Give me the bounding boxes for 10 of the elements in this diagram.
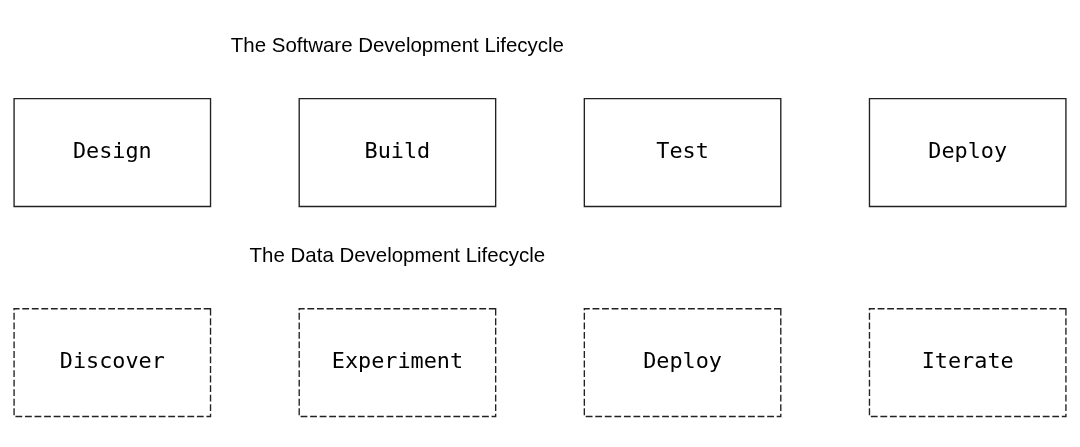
- node-box: Deploy: [583, 308, 782, 418]
- label: The Data Development Lifecycle: [249, 243, 546, 267]
- node-box: Design: [13, 98, 212, 208]
- node-box: Build: [298, 98, 497, 208]
- label: The Software Development Lifecycle: [230, 33, 564, 57]
- node-box: Discover: [13, 308, 212, 418]
- node-box: Iterate: [868, 308, 1067, 418]
- node-box: Deploy: [868, 98, 1067, 208]
- node-box: Experiment: [298, 308, 497, 418]
- node-box: Test: [583, 98, 782, 208]
